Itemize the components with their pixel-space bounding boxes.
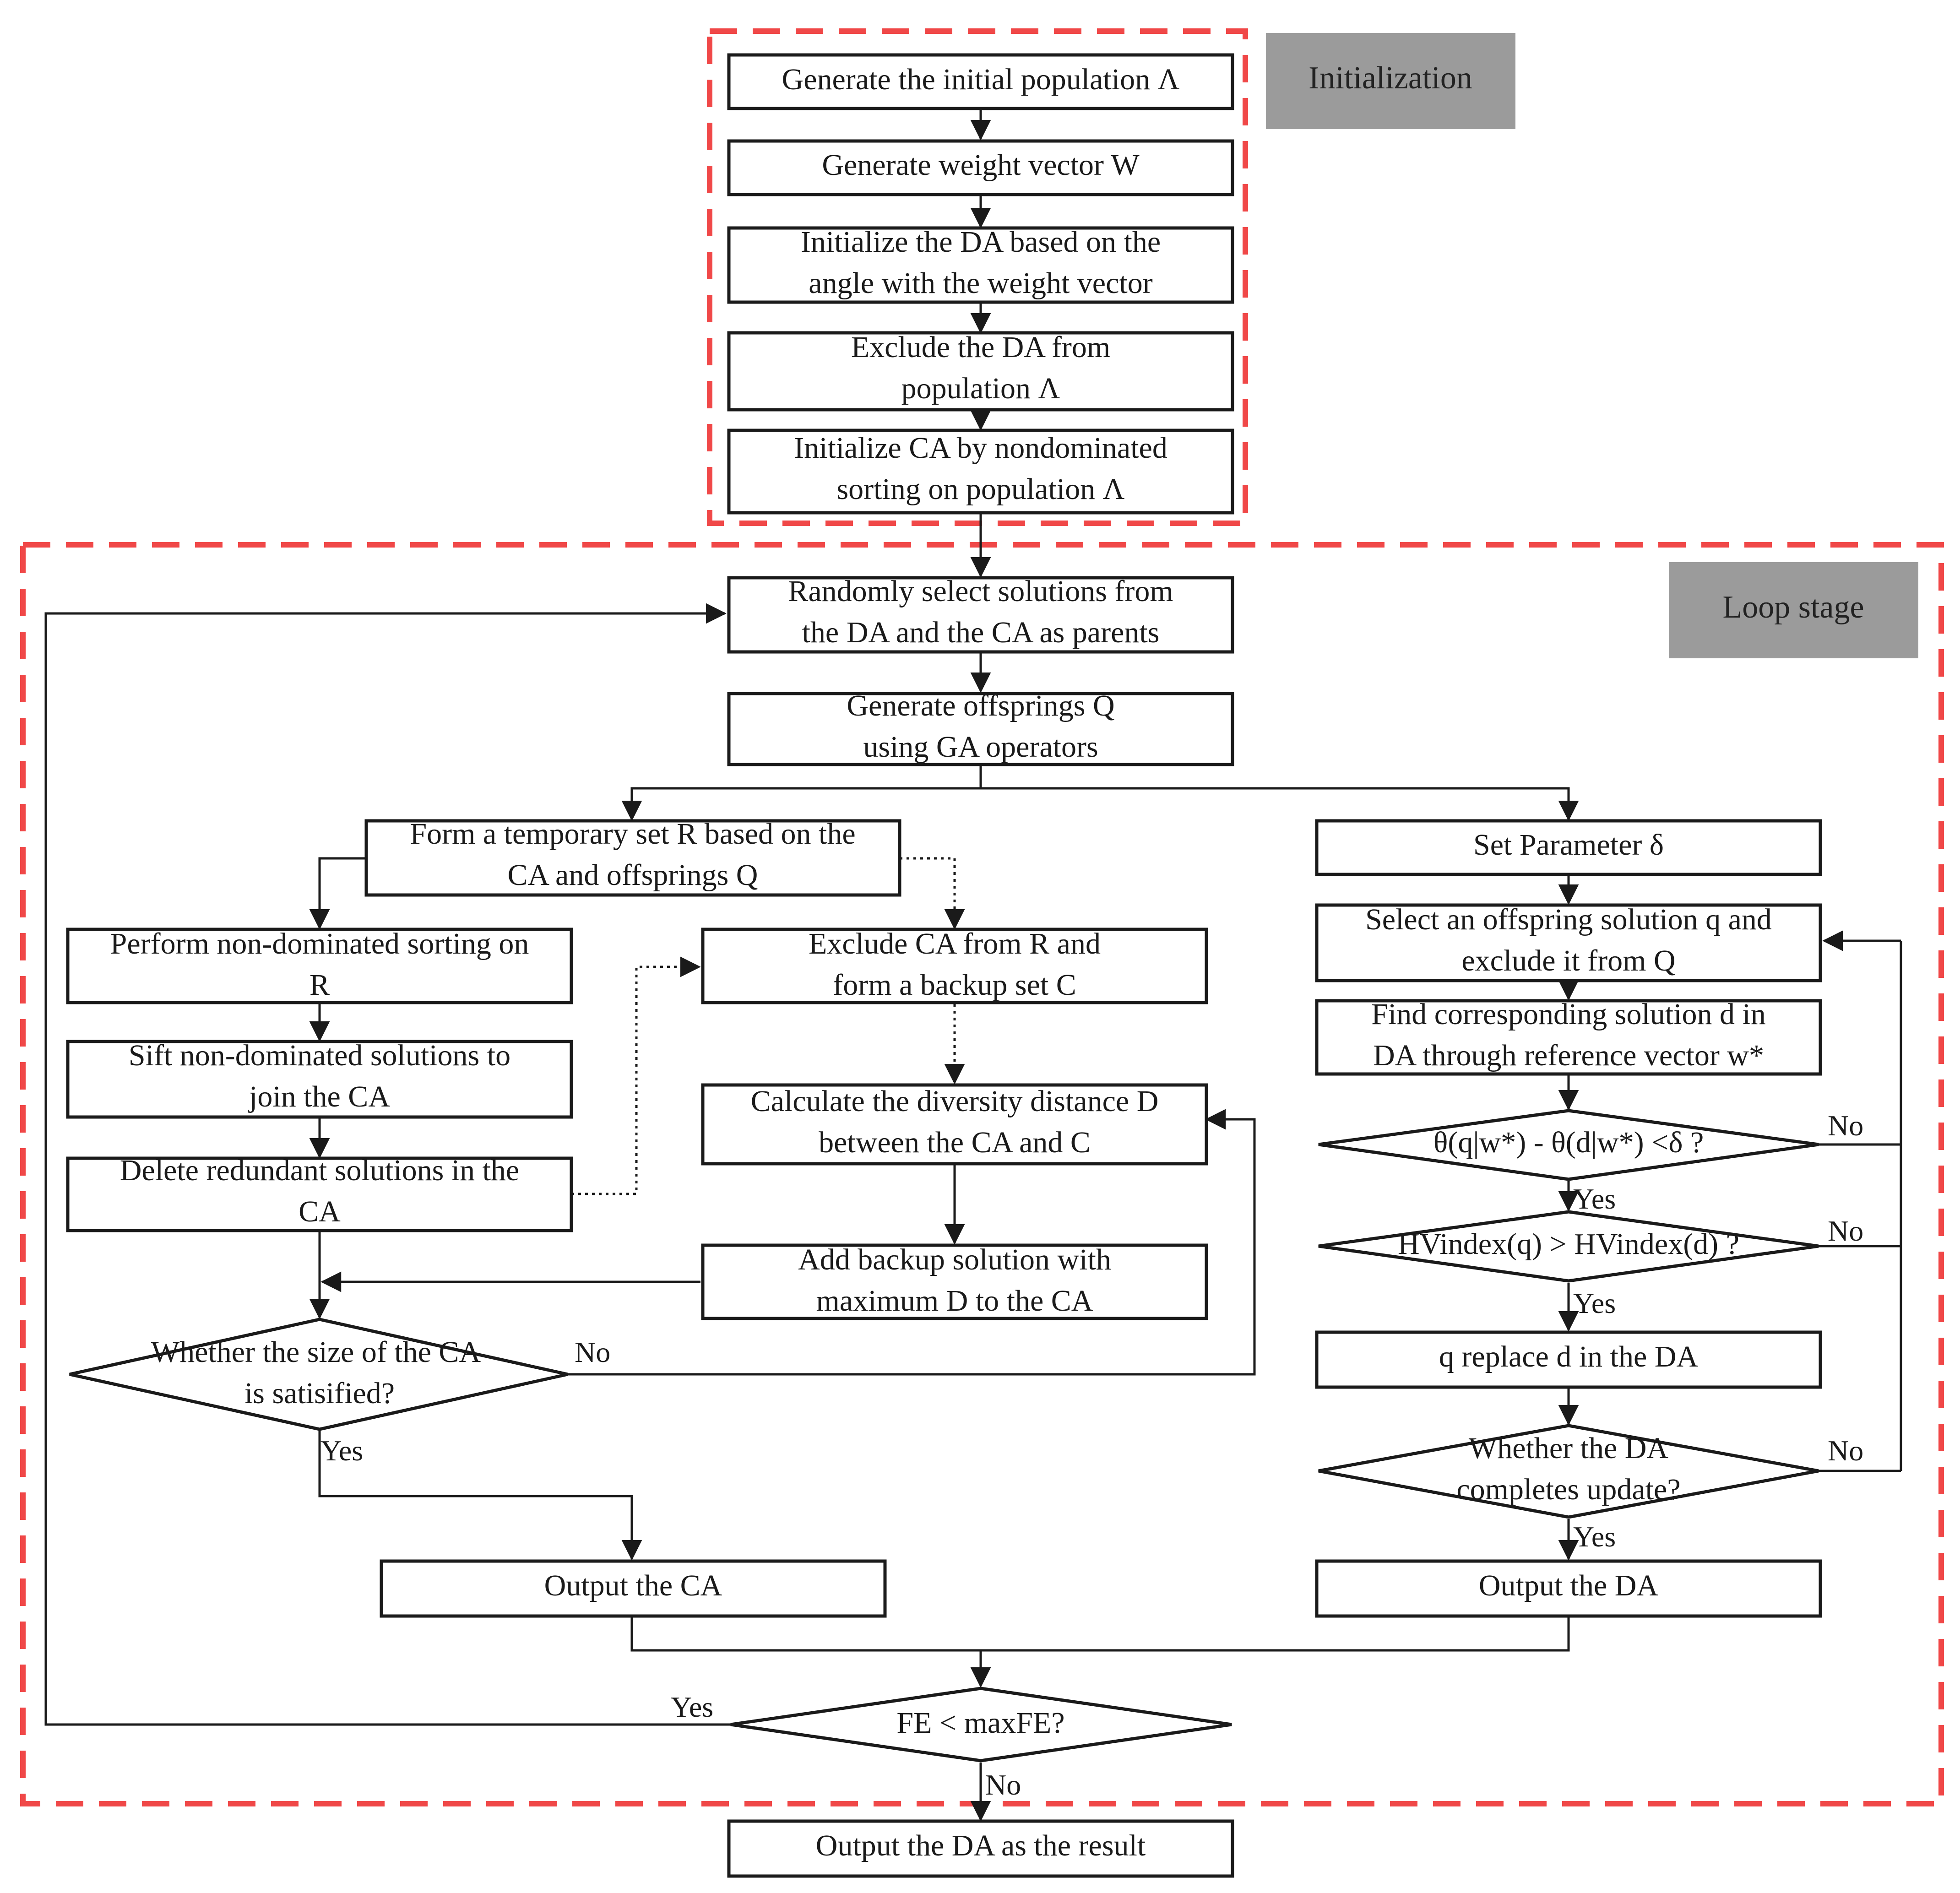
initialization-tag: Initialization [1266, 33, 1515, 129]
edge-fe-yes-loop [44, 603, 733, 1726]
edge-split-set-param [981, 787, 1579, 821]
svg-text:DA through reference vector w*: DA through reference vector w* [1373, 1039, 1764, 1072]
edge-casize-no-loop [568, 1109, 1256, 1376]
label-theta-no: No [1828, 1109, 1863, 1142]
node-add-backup: Add backup solution with maximum D to th… [701, 1243, 1208, 1320]
edge-labels: No Yes No Yes No Yes No Yes Yes No [320, 1109, 1863, 1801]
edge-outputca-merge [630, 1616, 1570, 1652]
label-fe-yes: Yes [671, 1691, 713, 1723]
node-find-corresponding-d: Find corresponding solution d in DA thro… [1315, 998, 1822, 1076]
label-casize-yes: Yes [320, 1434, 363, 1467]
edge-casize-yes-output [318, 1430, 642, 1561]
svg-text:Delete redundant solutions in: Delete redundant solutions in the [120, 1154, 519, 1187]
label-theta-yes: Yes [1573, 1182, 1616, 1215]
node-generate-weight-vector: Generate weight vector W [727, 139, 1234, 196]
node-initialize-ca: Initialize CA by nondominated sorting on… [727, 429, 1234, 515]
svg-text:Output the DA: Output the DA [1479, 1569, 1659, 1602]
node-generate-initial-population: Generate the initial population Λ [727, 53, 1234, 110]
node-select-parents: Randomly select solutions from the DA an… [727, 575, 1234, 654]
node-select-offspring-q: Select an offspring solution q and exclu… [1315, 903, 1822, 982]
svg-text:θ(q|w*) - θ(d|w*) <δ ?: θ(q|w*) - θ(d|w*) <δ ? [1433, 1126, 1704, 1159]
svg-text:Loop stage: Loop stage [1722, 590, 1864, 625]
svg-text:CA: CA [299, 1195, 341, 1228]
node-calculate-diversity: Calculate the diversity distance D betwe… [701, 1083, 1208, 1166]
svg-text:HVindex(q) > HVindex(d) ?: HVindex(q) > HVindex(d) ? [1398, 1227, 1739, 1261]
svg-text:Form a temporary set R based o: Form a temporary set R based on the [410, 817, 855, 851]
label-daupdate-yes: Yes [1573, 1520, 1616, 1553]
svg-text:Generate offsprings Q: Generate offsprings Q [847, 689, 1114, 722]
node-output-ca: Output the CA [380, 1559, 887, 1618]
svg-text:between the CA and C: between the CA and C [819, 1126, 1091, 1159]
svg-text:Add backup solution with: Add backup solution with [798, 1243, 1111, 1276]
svg-text:the DA and the CA as parents: the DA and the CA as parents [802, 616, 1160, 649]
decision-theta: θ(q|w*) - θ(d|w*) <δ ? [1318, 1109, 1819, 1181]
edge-formr-excludeca [900, 857, 965, 930]
node-form-temporary-set: Form a temporary set R based on the CA a… [364, 817, 901, 897]
edge-formr-ndsort [309, 857, 366, 930]
edge-delete-excludeca [571, 956, 701, 1195]
edges [44, 110, 1902, 1822]
svg-text:Exclude CA from R and: Exclude CA from R and [809, 927, 1101, 960]
decision-fe-max: FE < maxFE? [730, 1687, 1232, 1763]
node-output-da: Output the DA [1315, 1559, 1822, 1618]
svg-text:CA and offsprings Q: CA and offsprings Q [508, 858, 758, 892]
decision-da-update: Whether the DA completes update? [1318, 1424, 1819, 1519]
label-hv-no: No [1828, 1215, 1863, 1247]
svg-text:Output the DA as the result: Output the DA as the result [816, 1829, 1146, 1862]
svg-text:Exclude the DA from: Exclude the DA from [851, 331, 1110, 364]
svg-text:Perform non-dominated sorting: Perform non-dominated sorting on [110, 927, 529, 960]
svg-text:Set Parameter δ: Set Parameter δ [1473, 828, 1664, 862]
svg-text:completes update?: completes update? [1456, 1473, 1680, 1506]
node-initialize-da: Initialize the DA based on the angle wit… [727, 225, 1234, 304]
svg-text:Calculate the diversity distan: Calculate the diversity distance D [751, 1085, 1159, 1118]
node-non-dominated-sorting: Perform non-dominated sorting on R [66, 927, 573, 1004]
svg-text:form a backup set C: form a backup set C [833, 968, 1076, 1002]
svg-text:Sift non-dominated solutions t: Sift non-dominated solutions to [129, 1039, 510, 1072]
svg-text:Whether the size of the CA: Whether the size of the CA [151, 1335, 481, 1369]
svg-text:exclude it from Q: exclude it from Q [1461, 944, 1675, 977]
svg-text:angle with the weight vector: angle with the weight vector [809, 266, 1152, 300]
node-output-result: Output the DA as the result [727, 1819, 1234, 1878]
edge-split-form-r [621, 787, 981, 821]
label-fe-no: No [985, 1768, 1021, 1801]
node-exclude-da: Exclude the DA from population Λ [727, 331, 1234, 412]
node-generate-offsprings: Generate offsprings Q using GA operators [727, 689, 1234, 766]
node-q-replace-d: q replace d in the DA [1315, 1330, 1822, 1389]
decision-hv-index: HVindex(q) > HVindex(d) ? [1318, 1210, 1819, 1283]
svg-text:R: R [309, 968, 330, 1002]
label-hv-yes: Yes [1573, 1287, 1616, 1319]
svg-text:Output the CA: Output the CA [544, 1569, 722, 1602]
svg-text:Generate weight vector W: Generate weight vector W [822, 148, 1140, 182]
initialization-region [707, 28, 1248, 526]
svg-text:population Λ: population Λ [901, 372, 1060, 405]
svg-text:maximum D to the CA: maximum D to the CA [816, 1284, 1093, 1318]
node-delete-redundant: Delete redundant solutions in the CA [66, 1154, 573, 1232]
svg-text:sorting on population Λ: sorting on population Λ [837, 472, 1125, 506]
node-exclude-ca: Exclude CA from R and form a backup set … [701, 927, 1208, 1004]
loop-stage-tag: Loop stage [1669, 562, 1918, 658]
svg-text:Whether the DA: Whether the DA [1469, 1432, 1668, 1465]
node-set-parameter: Set Parameter δ [1315, 819, 1822, 876]
svg-text:Initialize CA by nondominated: Initialize CA by nondominated [794, 431, 1167, 465]
svg-text:Find corresponding solution d: Find corresponding solution d in [1371, 998, 1766, 1031]
decision-ca-size: Whether the size of the CA is satisified… [69, 1318, 568, 1431]
label-daupdate-no: No [1828, 1434, 1863, 1467]
svg-text:join the CA: join the CA [248, 1080, 390, 1113]
svg-text:is satisified?: is satisified? [244, 1377, 395, 1410]
svg-text:Randomly select solutions from: Randomly select solutions from [788, 575, 1173, 608]
svg-text:Generate the initial populatio: Generate the initial population Λ [782, 63, 1180, 96]
svg-text:q replace d in the DA: q replace d in the DA [1439, 1340, 1699, 1373]
svg-text:Initialization: Initialization [1308, 60, 1472, 96]
svg-text:using GA operators: using GA operators [863, 730, 1098, 764]
node-sift-non-dominated: Sift non-dominated solutions to join the… [66, 1039, 573, 1119]
svg-text:Initialize the DA based on the: Initialize the DA based on the [801, 225, 1161, 259]
label-casize-no: No [575, 1336, 610, 1368]
svg-text:Select an offspring solution q: Select an offspring solution q and [1365, 903, 1772, 936]
svg-text:FE < maxFE?: FE < maxFE? [896, 1706, 1064, 1740]
